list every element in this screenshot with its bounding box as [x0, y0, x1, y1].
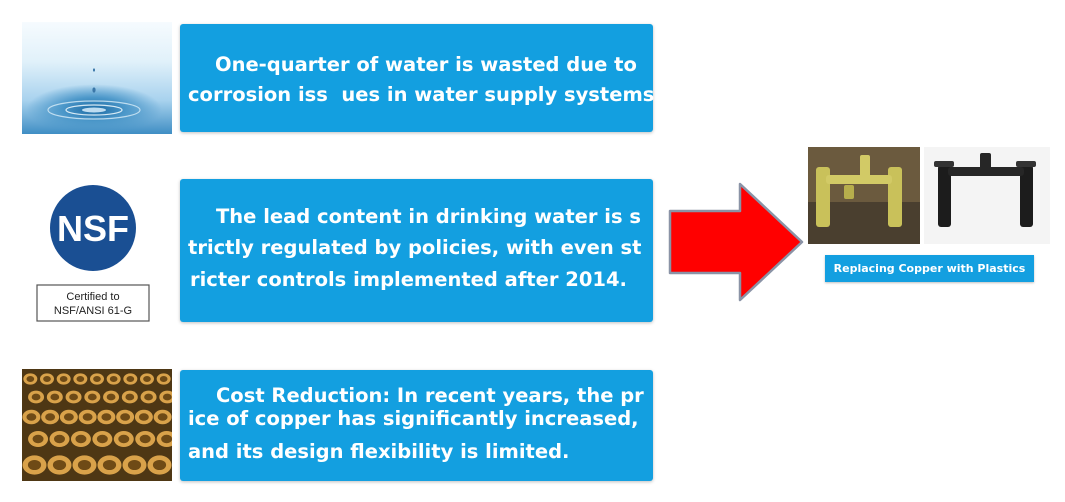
- box-text-line: Cost Reduction: In recent years, the pr: [216, 384, 644, 407]
- box-text-line: One-quarter of water is wasted due to: [215, 53, 637, 76]
- right-arrow-icon: [668, 182, 804, 302]
- box-text-line: ice of copper has significantly increase…: [188, 407, 639, 430]
- plastic-fittings-image: [808, 147, 1050, 244]
- box-text-line: corrosion iss ues in water supply system…: [188, 83, 662, 106]
- replacing-copper-caption: Replacing Copper with Plastics: [825, 255, 1034, 282]
- nsf-logo: NSF Certified to NSF/ANSI 61-G: [34, 183, 152, 323]
- box-text-line: trictly regulated by policies, with even…: [188, 236, 642, 259]
- nsf-mark: NSF: [57, 208, 129, 249]
- info-box-water-waste: One-quarter of water is wasted due to co…: [180, 24, 662, 132]
- box-text-line: and its design flexibility is limited.: [188, 440, 570, 463]
- info-box-lead-regulation: The lead content in drinking water is s …: [180, 179, 653, 322]
- nsf-cert-line: NSF/ANSI 61-G: [54, 305, 132, 317]
- box-text-line: The lead content in drinking water is s: [216, 205, 641, 228]
- water-drop-image: [22, 22, 172, 134]
- copper-fittings-image: [22, 369, 172, 481]
- info-box-cost-reduction: Cost Reduction: In recent years, the pr …: [180, 370, 653, 481]
- box-text-line: ricter controls implemented after 2014.: [190, 268, 627, 291]
- nsf-cert-line: Certified to: [66, 291, 119, 303]
- nsf-circle-icon: [50, 185, 136, 271]
